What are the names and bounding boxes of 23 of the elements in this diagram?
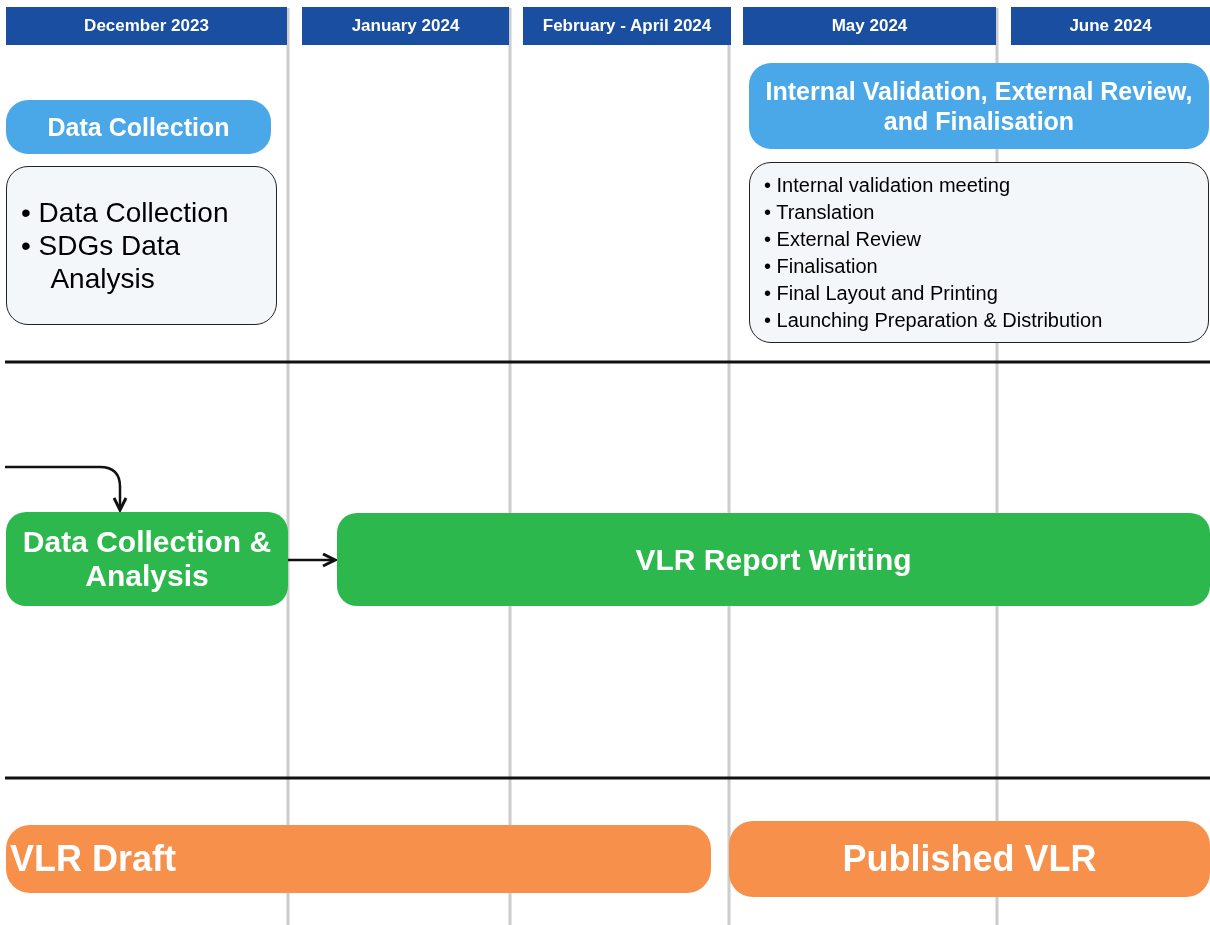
month-header: June 2024 (1011, 7, 1210, 45)
month-header: February - April 2024 (523, 7, 731, 45)
arrow (5, 465, 128, 512)
bullet-item: • Internal validation meeting (764, 172, 1012, 198)
phase-title: Data Collection (6, 100, 271, 154)
output-bar: VLR Draft (6, 825, 711, 893)
process-bar: Data Collection & Analysis (6, 512, 288, 606)
process-bar: VLR Report Writing (337, 513, 1210, 606)
bullet-item: • SDGs Data Analysis (21, 229, 182, 295)
arrow (288, 552, 337, 568)
task-list-box (749, 162, 1209, 343)
bullet-item: • Data Collection (21, 196, 230, 229)
bullet-item: • External Review (764, 226, 923, 252)
phase-title: Internal Validation, External Review, and Finalisation (749, 63, 1209, 149)
bullet-item: • Launching Preparation & Distribution (764, 307, 1103, 333)
month-header: January 2024 (302, 7, 509, 45)
output-bar: Published VLR (729, 821, 1210, 897)
month-header: May 2024 (743, 7, 996, 45)
task-list-box (6, 166, 277, 325)
bullet-item: • Finalisation (764, 253, 879, 279)
bullet-item: • Final Layout and Printing (764, 280, 999, 306)
month-header: December 2023 (6, 7, 287, 45)
bullet-item: • Translation (764, 199, 876, 225)
